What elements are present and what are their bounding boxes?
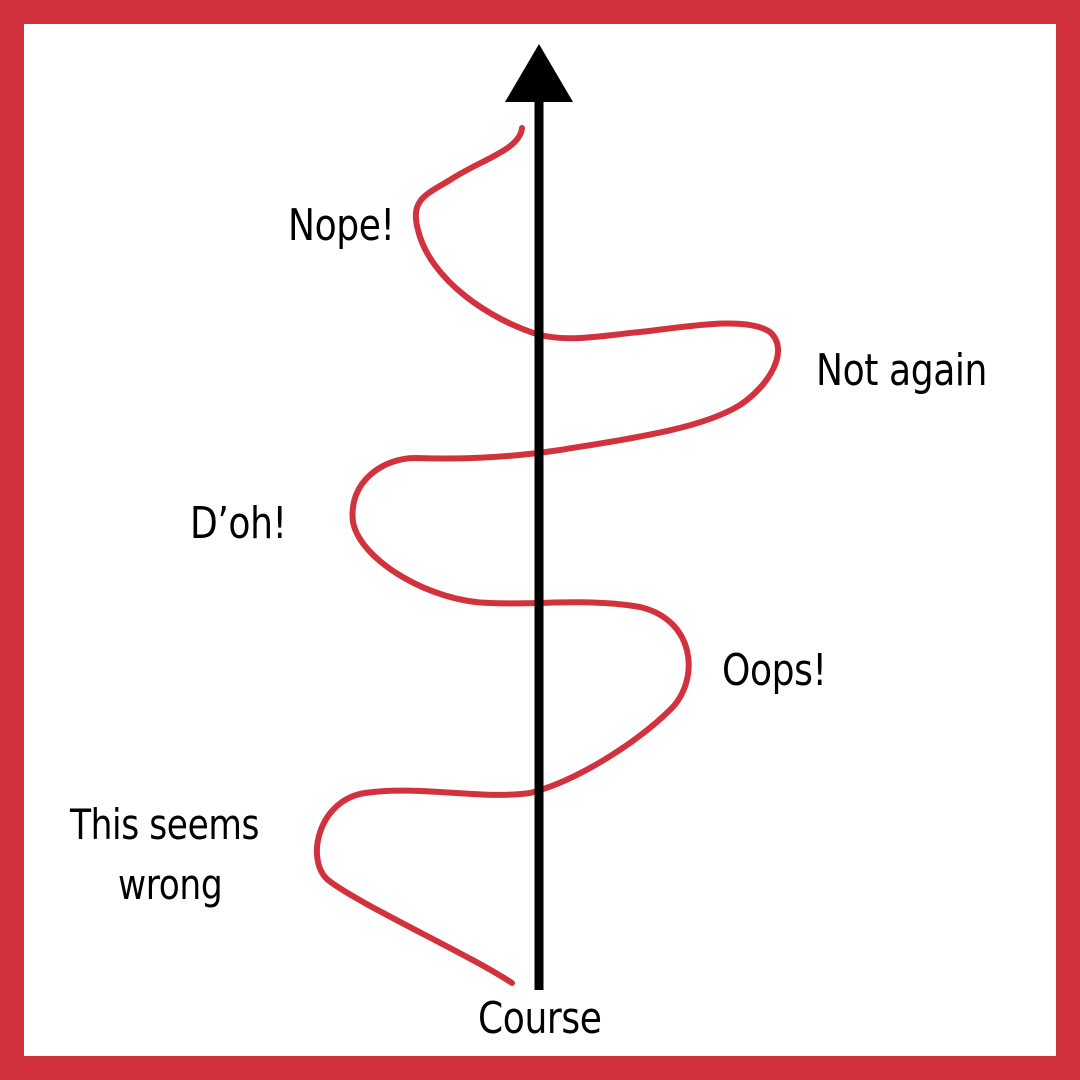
annotation-this-seems: This seems (70, 800, 260, 849)
annotation-doh: D’oh! (190, 498, 287, 549)
annotation-nope: Nope! (288, 200, 395, 251)
actual-path-curve (313, 125, 782, 986)
course-axis-arrowhead (505, 44, 573, 102)
annotation-wrong: wrong (118, 860, 223, 909)
axis-label-course: Course (478, 993, 602, 1044)
annotation-not-again: Not again (816, 345, 988, 396)
annotation-oops: Oops! (722, 645, 827, 696)
